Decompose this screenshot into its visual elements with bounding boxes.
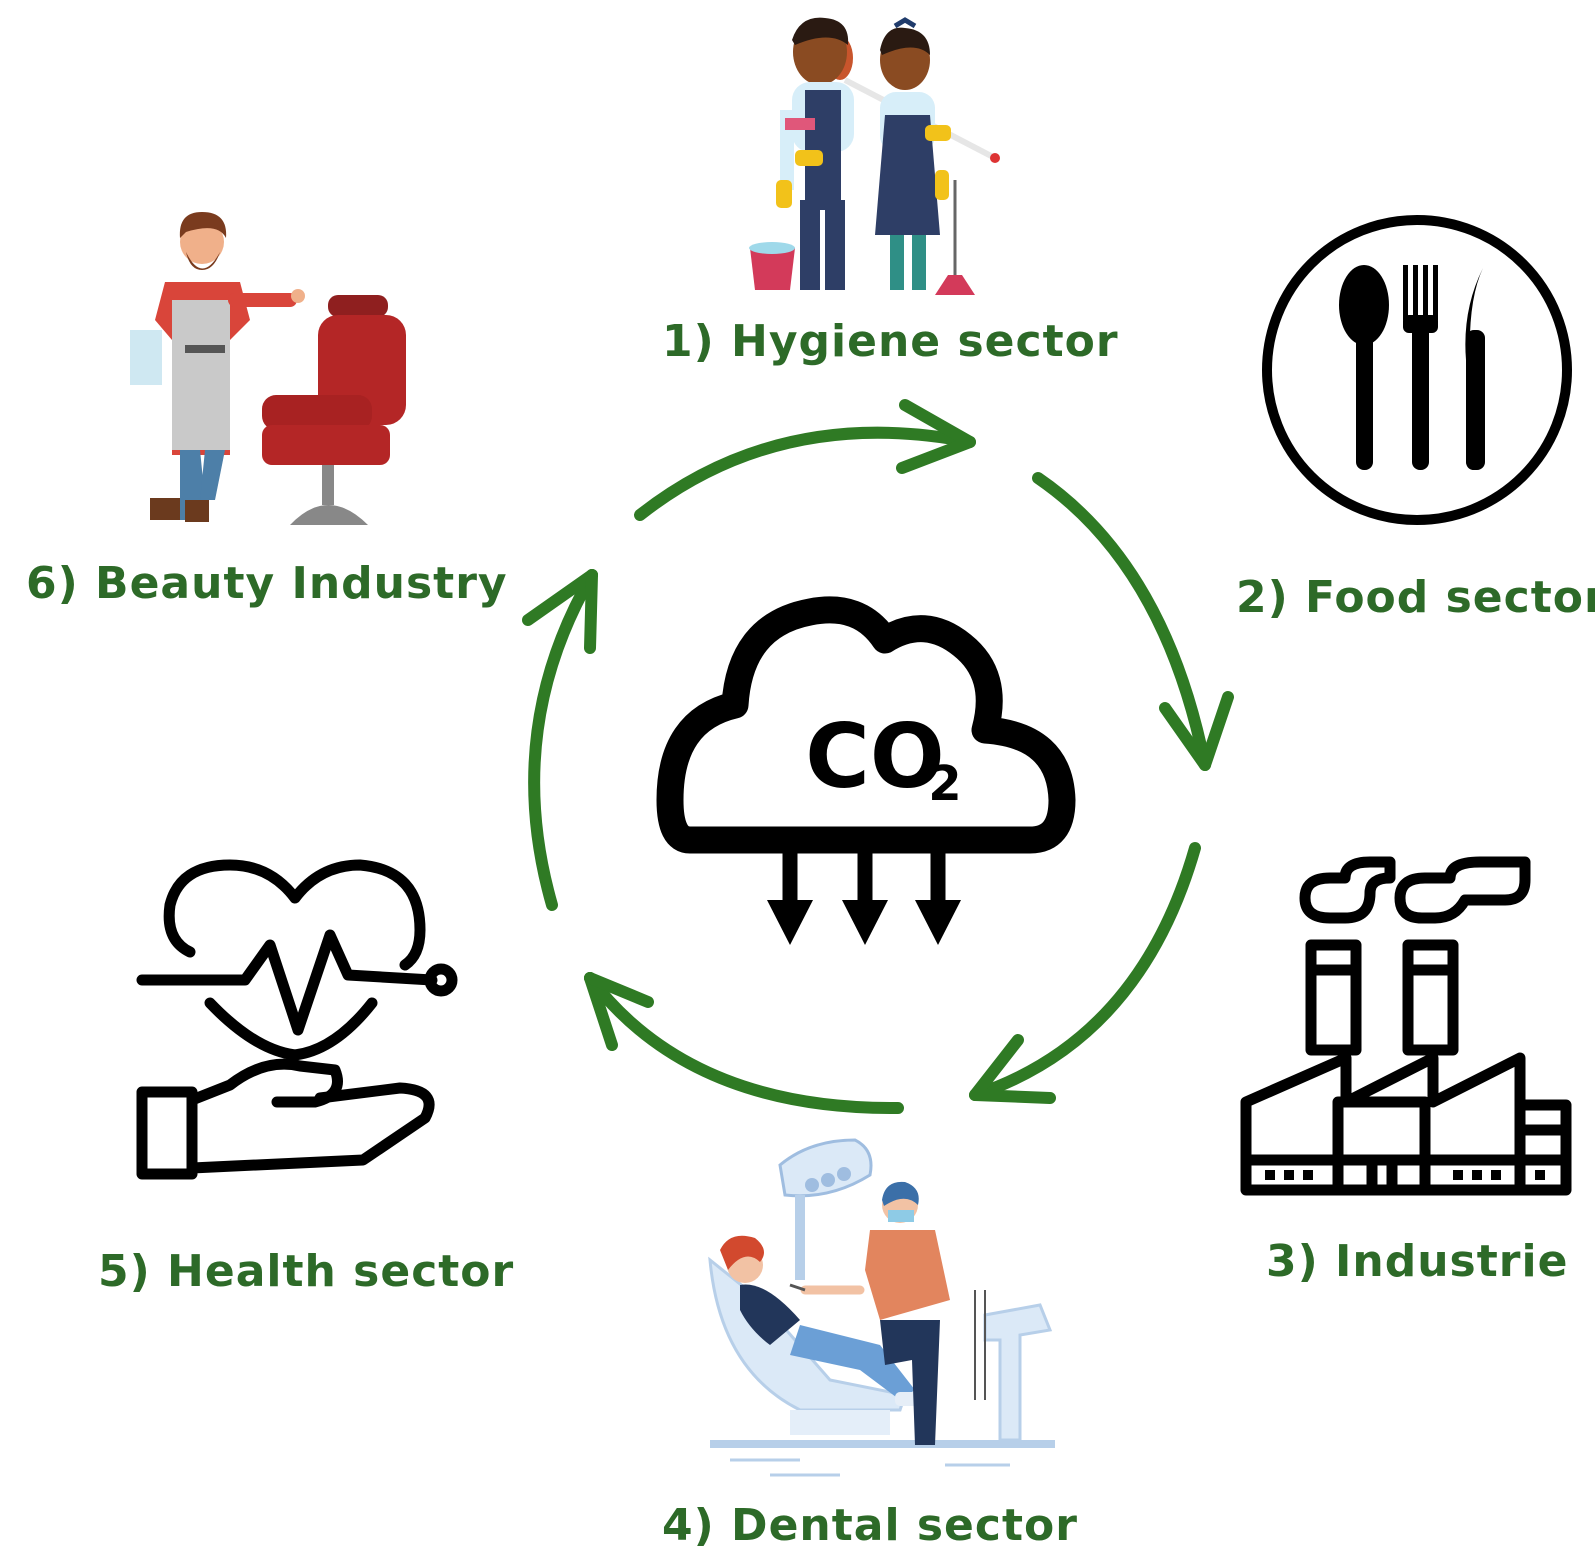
arrow-industry-to-dental [969, 842, 1201, 1104]
co2-subscript: 2 [928, 756, 961, 812]
dentist-patient-illustration [708, 1138, 1055, 1477]
arrow-health-to-beauty [522, 569, 598, 911]
label-dental-sector: 4) Dental sector [662, 1500, 1078, 1551]
label-food-sector: 2) Food sector [1236, 572, 1595, 623]
co2-main-text: CO [805, 705, 944, 808]
label-industrie: 3) Industrie [1266, 1236, 1569, 1287]
barber-chair-illustration [130, 212, 406, 525]
label-beauty-industry: 6) Beauty Industry [26, 558, 508, 609]
cycle-arrows [522, 399, 1234, 1115]
factory-icon [1240, 856, 1572, 1196]
cloud-co2-icon: CO 2 [656, 596, 1076, 945]
label-hygiene-sector: 1) Hygiene sector [662, 316, 1119, 367]
arrow-hygiene-to-food [634, 399, 976, 521]
arrow-dental-to-health [584, 972, 904, 1115]
factory-windows [1265, 1170, 1545, 1180]
heart-hand-icon [136, 859, 458, 1180]
cleaning-staff-illustration [749, 17, 1000, 295]
label-health-sector: 5) Health sector [98, 1246, 515, 1297]
arrow-food-to-industry [1032, 472, 1234, 771]
cutlery-plate-icon [1262, 215, 1572, 525]
